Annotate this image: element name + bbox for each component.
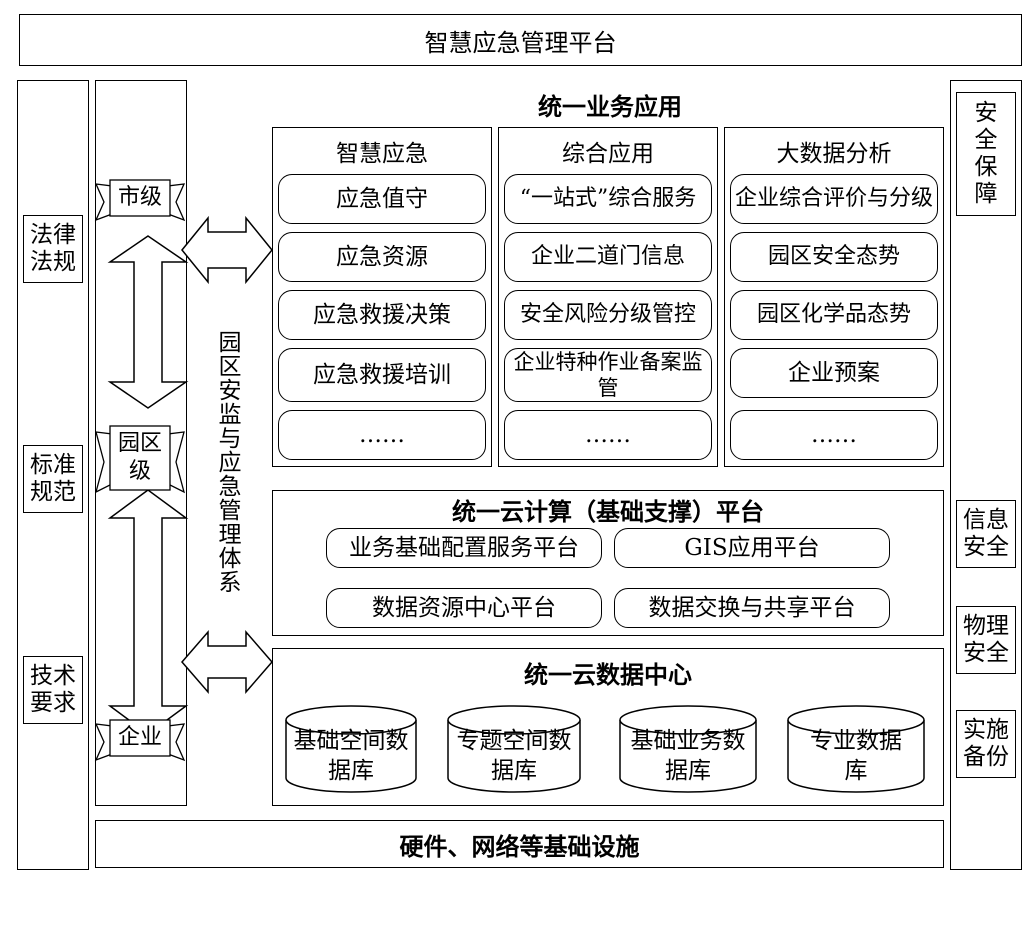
level-city: 市级 (117, 185, 162, 210)
data-center (272, 648, 944, 806)
level-enterprise: 企业 (117, 725, 162, 750)
app-item[interactable]: 应急值守 (278, 174, 486, 224)
app-item[interactable]: 应急救援决策 (278, 290, 486, 340)
app-item[interactable]: “一站式”综合服务 (504, 174, 712, 224)
platform-item[interactable]: 数据资源中心平台 (326, 588, 602, 628)
database-label: 专业数据库 (810, 728, 902, 784)
left-item-standards: 标准规范 (23, 445, 83, 513)
app-column-title: 智慧应急 (336, 141, 428, 167)
right-item-info-security: 信息安全 (956, 500, 1016, 568)
app-item[interactable]: 园区化学品态势 (730, 290, 938, 340)
right-item-backup: 实施备份 (956, 710, 1016, 778)
database-label: 基础业务数据库 (630, 728, 746, 784)
left-item-laws: 法律法规 (23, 215, 83, 283)
double-arrow-data (181, 629, 273, 695)
app-item[interactable]: …… (278, 410, 486, 460)
app-layer-title: 统一业务应用 (538, 91, 682, 121)
right-item-safety: 安全保障 (956, 92, 1016, 216)
app-item[interactable]: …… (730, 410, 938, 460)
app-item[interactable]: 企业预案 (730, 348, 938, 398)
right-item-physical-security: 物理安全 (956, 606, 1016, 674)
platform-item[interactable]: GIS应用平台 (614, 528, 890, 568)
database-label: 基础空间数据库 (293, 728, 409, 784)
title-bar: 智慧应急管理平台 (19, 14, 1022, 66)
level-park: 园区级 (117, 431, 162, 484)
platform-item[interactable]: 数据交换与共享平台 (614, 588, 890, 628)
database-label: 专题空间数据库 (456, 728, 572, 784)
app-item[interactable]: 企业二道门信息 (504, 232, 712, 282)
page-title: 智慧应急管理平台 (424, 28, 617, 57)
app-item[interactable]: …… (504, 410, 712, 460)
app-column-title: 大数据分析 (776, 141, 892, 167)
double-arrow-app (181, 215, 273, 285)
platform-item[interactable]: 业务基础配置服务平台 (326, 528, 602, 568)
infrastructure-bar: 硬件、网络等基础设施 (95, 820, 944, 868)
app-column-title: 综合应用 (562, 141, 654, 167)
app-item[interactable]: 园区安全态势 (730, 232, 938, 282)
system-label: 园区安监与应急管理体系 (218, 330, 242, 596)
app-item[interactable]: 应急资源 (278, 232, 486, 282)
app-item[interactable]: 应急救援培训 (278, 348, 486, 402)
left-item-tech: 技术要求 (23, 656, 83, 724)
app-item[interactable]: 企业综合评价与分级 (730, 174, 938, 224)
app-item[interactable]: 企业特种作业备案监管 (504, 348, 712, 402)
data-center-title: 统一云数据中心 (524, 659, 692, 689)
cloud-platform-title: 统一云计算（基础支撑）平台 (452, 496, 764, 526)
app-item[interactable]: 安全风险分级管控 (504, 290, 712, 340)
